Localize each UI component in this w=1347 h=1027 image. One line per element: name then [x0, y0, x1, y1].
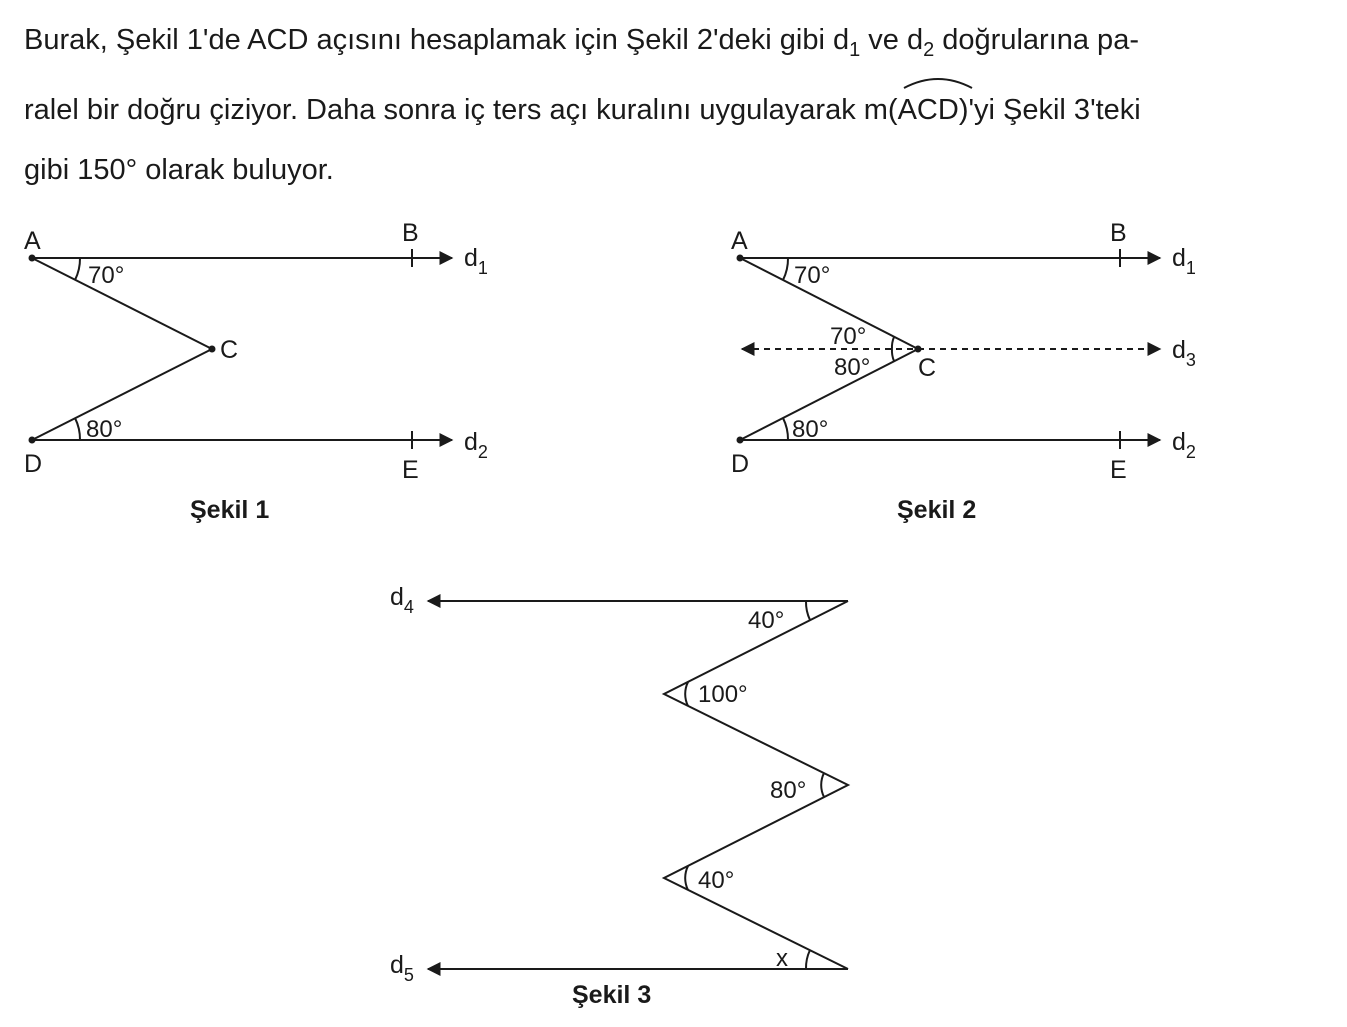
label-d1: d1: [1172, 244, 1196, 278]
line-subscript: 5: [404, 965, 414, 985]
figure-2-points: [736, 254, 922, 444]
text-line-3: gibi 150° olarak buluyor.: [24, 140, 1324, 200]
figure-2: [739, 249, 1162, 449]
line-subscript: 4: [404, 597, 414, 617]
text-segment: doğrularına pa-: [934, 24, 1139, 56]
label-b: B: [402, 219, 419, 247]
figure-3-caption: Şekil 3: [572, 981, 651, 1009]
label-d5: d5: [390, 951, 414, 985]
angle-arc-c-bottom: [890, 348, 895, 362]
line-name: d: [1172, 336, 1186, 364]
angle-arc-d: [782, 417, 790, 441]
angle-label-c-bottom: 80°: [834, 354, 870, 381]
line-subscript: 2: [478, 442, 488, 462]
angle-label-1: 40°: [748, 607, 784, 634]
angle-label-a: 70°: [794, 262, 830, 289]
angle-label-d: 80°: [792, 416, 828, 443]
subscript: 1: [849, 39, 861, 61]
point-d: [736, 436, 744, 444]
subscript: 2: [923, 39, 935, 61]
figure-1-caption: Şekil 1: [190, 496, 269, 524]
angle-label-3: 80°: [770, 777, 806, 804]
label-c: C: [918, 354, 936, 382]
label-a: A: [24, 227, 41, 255]
angle-arc-3: [820, 772, 825, 798]
label-d1: d1: [464, 244, 488, 278]
label-d3: d3: [1172, 336, 1196, 370]
arc-hat-icon: [903, 78, 973, 89]
point-c: [208, 345, 216, 353]
zigzag-path: [661, 600, 851, 970]
label-c: C: [220, 336, 238, 364]
label-e: E: [1110, 456, 1127, 484]
label-d2: d2: [1172, 428, 1196, 462]
figure-1-points: [28, 254, 216, 444]
segment-cd: [739, 348, 919, 441]
angle-label-a: 70°: [88, 262, 124, 289]
text-segment: )'yi Şekil 3'teki: [958, 94, 1141, 126]
text-segment: ralel bir doğru çiziyor. Daha sonra iç t…: [24, 94, 898, 126]
figure-3: [426, 594, 851, 976]
segment-cd: [31, 348, 213, 441]
line-name: d: [464, 244, 478, 272]
text-segment: ve d: [860, 24, 924, 56]
line-subscript: 1: [478, 258, 488, 278]
label-e: E: [402, 456, 419, 484]
point-a: [736, 254, 744, 262]
segment-ac: [31, 257, 213, 350]
label-b: B: [1110, 219, 1127, 247]
text-line-2: ralel bir doğru çiziyor. Daha sonra iç t…: [24, 78, 1324, 140]
point-a: [28, 254, 36, 262]
figure-1: [31, 249, 454, 449]
angle-arc-a: [782, 257, 790, 281]
label-d: D: [24, 450, 42, 478]
angle-arc-2: [684, 681, 689, 707]
angle-label-4: 40°: [698, 867, 734, 894]
angle-arc-c-top: [890, 336, 895, 350]
angle-arc-x: [804, 949, 811, 970]
label-d: D: [731, 450, 749, 478]
angle-label-d: 80°: [86, 416, 122, 443]
text-segment: Burak, Şekil 1'de ACD açısını hesaplamak…: [24, 24, 850, 56]
arc-angle-name: ACD: [897, 94, 959, 126]
line-subscript: 1: [1186, 258, 1196, 278]
line-name: d: [390, 583, 404, 611]
line-subscript: 2: [1186, 442, 1196, 462]
angle-label-x: x: [776, 945, 788, 972]
line-name: d: [390, 951, 404, 979]
line-name: d: [1172, 244, 1186, 272]
arc-notation: ACD: [897, 78, 973, 140]
text-line-1: Burak, Şekil 1'de ACD açısını hesaplamak…: [24, 10, 1324, 80]
line-name: d: [464, 428, 478, 456]
line-subscript: 3: [1186, 350, 1196, 370]
angle-arc-1: [804, 600, 811, 621]
figure-2-caption: Şekil 2: [897, 496, 976, 524]
point-c: [914, 345, 922, 353]
point-d: [28, 436, 36, 444]
label-a: A: [731, 227, 748, 255]
angle-arc-d: [74, 417, 82, 441]
label-d4: d4: [390, 583, 414, 617]
angle-label-c-top: 70°: [830, 323, 866, 350]
line-name: d: [1172, 428, 1186, 456]
text-segment: gibi 150° olarak buluyor.: [24, 154, 334, 186]
angle-arc-a: [74, 257, 82, 281]
problem-text: Burak, Şekil 1'de ACD açısını hesaplamak…: [24, 10, 1324, 200]
angle-arc-4: [684, 865, 689, 891]
label-d2: d2: [464, 428, 488, 462]
angle-label-2: 100°: [698, 681, 748, 708]
segment-ac: [739, 257, 919, 350]
